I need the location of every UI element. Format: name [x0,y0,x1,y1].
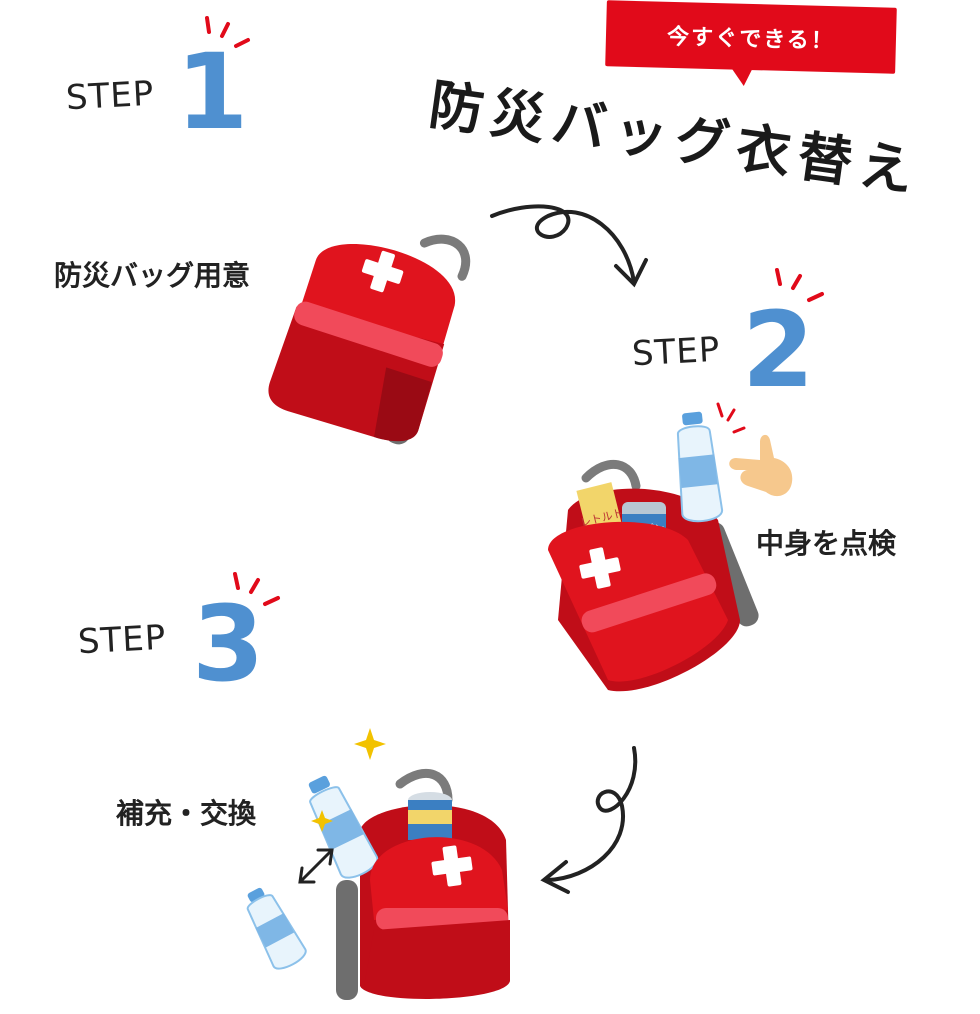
step3-number: 3 [192,583,265,705]
step2-caption: 中身を点検 [756,527,897,560]
step3-accent-ticks [233,572,280,606]
arrow-step2-to-step3 [540,746,638,894]
sparkle-star-icons [311,728,386,832]
step1-number: 1 [176,31,249,153]
step1-accent-ticks [205,16,250,48]
arrow-step1-to-step2 [490,204,648,288]
sparkle-lines [716,402,746,434]
backpack-3-icon [308,769,510,1000]
water-bottle-icon [676,411,724,523]
step2-accent-ticks [775,268,824,302]
pointing-hand-icon [729,434,793,497]
food-can-icon [408,792,452,840]
backpack-1-icon [268,234,471,445]
swap-arrow-icon [298,848,334,884]
small-bottle-icon [246,887,307,970]
step1-caption: 防災バッグ用意 [54,259,251,292]
backpack-2-icon: レトルト カンパン [548,459,759,692]
step3-caption: 補充・交換 [116,797,257,830]
water-bottle-2-icon [308,775,378,879]
step2-number: 2 [742,289,815,411]
